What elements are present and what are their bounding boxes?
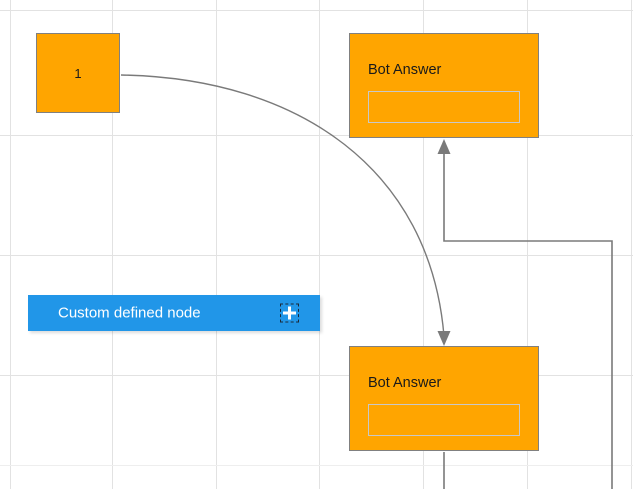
add-node-plus-icon[interactable] bbox=[280, 303, 299, 323]
plus-vertical-bar bbox=[288, 306, 291, 320]
connector-elbow-path bbox=[443, 150, 613, 489]
connector-curve-path bbox=[120, 74, 445, 337]
node-1[interactable]: 1 bbox=[36, 33, 120, 113]
arrowhead-up-icon bbox=[437, 139, 451, 154]
node-bot-answer-bottom-slot[interactable] bbox=[368, 404, 520, 436]
connector-elbow-to-bot-answer-top[interactable] bbox=[437, 139, 613, 489]
node-bot-answer-bottom-title: Bot Answer bbox=[368, 375, 442, 391]
connector-curve-node1-to-bot-answer-bottom[interactable] bbox=[120, 74, 451, 346]
node-bot-answer-top-slot[interactable] bbox=[368, 91, 520, 123]
arrowhead-down-icon bbox=[437, 331, 451, 346]
node-bot-answer-top-title: Bot Answer bbox=[368, 62, 442, 78]
node-1-label: 1 bbox=[74, 65, 82, 81]
node-bot-answer-bottom[interactable]: Bot Answer bbox=[349, 346, 539, 451]
custom-defined-node-bar[interactable]: Custom defined node bbox=[28, 295, 320, 331]
custom-defined-node-label: Custom defined node bbox=[58, 304, 201, 322]
node-bot-answer-top[interactable]: Bot Answer bbox=[349, 33, 539, 138]
